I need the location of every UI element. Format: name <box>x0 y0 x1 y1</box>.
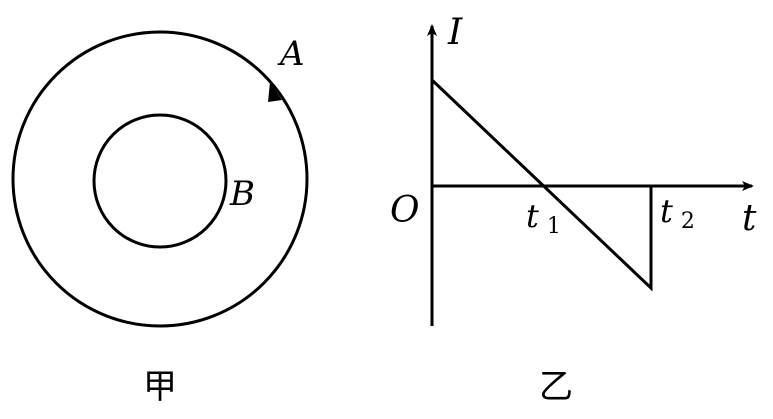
ring-a-label: A <box>277 34 305 74</box>
current-curve <box>430 78 653 292</box>
x-axis-label: t <box>742 198 757 239</box>
figure-yi: I t O t 1 t 2 乙 <box>390 12 757 407</box>
figure-yi-caption: 乙 <box>539 367 573 407</box>
tick-t2-sub: 2 <box>681 209 695 234</box>
figure-jia-caption: 甲 <box>143 367 177 407</box>
tick-label-t1: t 1 <box>526 197 561 239</box>
ring-b-label: B <box>229 174 255 214</box>
tick-t1-base: t <box>526 197 539 235</box>
figure-jia: A B 甲 <box>11 30 309 407</box>
current-direction-arrow-icon <box>268 82 282 102</box>
origin-label: O <box>390 190 420 231</box>
tick-label-t2: t 2 <box>660 192 695 234</box>
tick-t2-base: t <box>660 192 673 230</box>
tick-t1-sub: 1 <box>547 214 561 239</box>
inner-ring-b <box>92 113 228 249</box>
outer-ring-a <box>11 30 309 328</box>
y-axis-label: I <box>447 12 463 53</box>
